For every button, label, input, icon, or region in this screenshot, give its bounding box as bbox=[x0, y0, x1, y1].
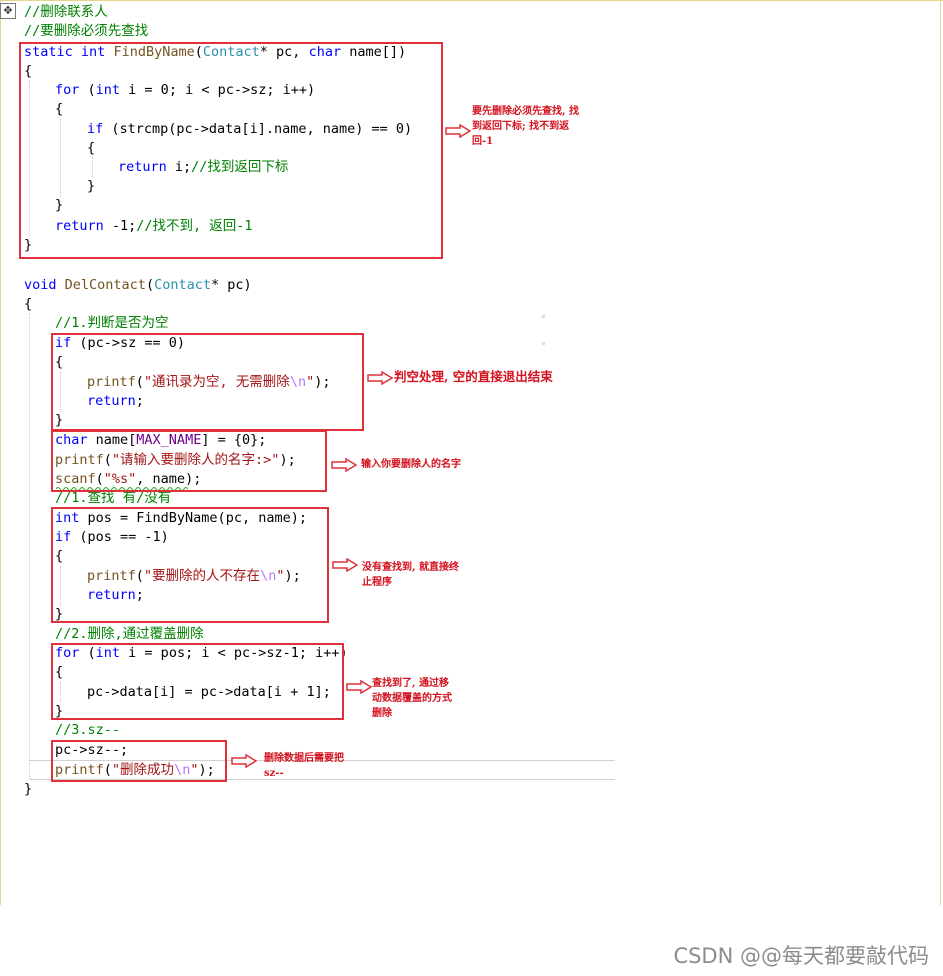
comment-delete-contact: //删除联系人 bbox=[24, 4, 108, 20]
code-line-brace: { bbox=[24, 296, 33, 312]
current-line-highlight bbox=[30, 760, 615, 761]
code-line-brace: } bbox=[55, 703, 64, 719]
hollow-right-arrow-icon bbox=[367, 371, 393, 385]
code-line-brace: { bbox=[55, 101, 64, 117]
hollow-right-arrow-icon bbox=[332, 558, 358, 572]
frame-top-border bbox=[0, 0, 943, 1]
highlight-box-empty-check bbox=[51, 333, 364, 431]
code-line-brace: } bbox=[55, 197, 64, 213]
code-line-brace: } bbox=[55, 606, 64, 622]
hollow-right-arrow-icon bbox=[231, 754, 257, 768]
code-line-for: for (int i = 0; i < pc->sz; i++) bbox=[55, 82, 316, 98]
code-line-return-minus1: return -1;//找不到, 返回-1 bbox=[55, 218, 253, 234]
current-line-highlight bbox=[30, 779, 615, 780]
code-line-brace: { bbox=[55, 664, 64, 680]
spell-squiggle bbox=[56, 487, 188, 490]
code-line-int-pos: int pos = FindByName(pc, name); bbox=[55, 510, 307, 526]
indent-guide bbox=[60, 682, 61, 702]
highlight-box-success bbox=[51, 740, 227, 782]
code-line-brace: { bbox=[87, 140, 96, 156]
indent-guide bbox=[92, 157, 93, 177]
code-line-return: return; bbox=[87, 393, 144, 409]
code-line-printf-empty: printf("通讯录为空, 无需删除\n"); bbox=[87, 374, 331, 390]
code-line-brace: { bbox=[24, 63, 33, 79]
code-line-if-pos: if (pos == -1) bbox=[55, 529, 169, 545]
code-line-printf-input: printf("请输入要删除人的名字:>"); bbox=[55, 452, 296, 468]
indent-guide bbox=[60, 119, 61, 197]
code-line-brace: } bbox=[24, 237, 33, 253]
code-line-brace: } bbox=[24, 781, 33, 797]
stray-dot bbox=[542, 315, 545, 318]
code-line-brace: } bbox=[55, 412, 64, 428]
code-line-brace: } bbox=[87, 178, 96, 194]
comment-check-empty: //1.判断是否为空 bbox=[55, 315, 169, 331]
code-line-brace: { bbox=[55, 354, 64, 370]
annotation-empty-check: 判空处理, 空的直接退出结束 bbox=[394, 369, 553, 384]
annotation-not-found: 没有查找到, 就直接终止程序 bbox=[362, 562, 459, 588]
annotation-find-first: 要先删除必须先查找, 找到返回下标; 找不到返回-1 bbox=[472, 106, 579, 147]
highlight-box-not-found bbox=[51, 507, 329, 623]
hollow-right-arrow-icon bbox=[346, 680, 372, 694]
code-line-for-shift: for (int i = pos; i < pc->sz-1; i++) bbox=[55, 645, 348, 661]
code-line-printf-notfound: printf("要删除的人不存在\n"); bbox=[87, 568, 301, 584]
comment-delete-overwrite: //2.删除,通过覆盖删除 bbox=[55, 626, 204, 642]
indent-guide bbox=[60, 566, 61, 606]
indent-guide bbox=[29, 313, 30, 779]
code-line-return-i: return i;//找到返回下标 bbox=[118, 159, 289, 175]
code-line-printf-success: printf("删除成功\n"); bbox=[55, 762, 215, 778]
code-line-char-name: char name[MAX_NAME] = {0}; bbox=[55, 432, 267, 448]
code-line-delcontact-signature: void DelContact(Contact* pc) bbox=[24, 277, 252, 293]
comment-sz-decrement: //3.sz-- bbox=[55, 722, 121, 738]
code-line-scanf: scanf("%s", name); bbox=[55, 471, 202, 487]
code-line-if-empty: if (pc->sz == 0) bbox=[55, 335, 186, 351]
code-line-findbyname-signature: static int FindByName(Contact* pc, char … bbox=[24, 44, 407, 60]
code-line-sz-decrement: pc->sz--; bbox=[55, 742, 129, 758]
code-frame bbox=[0, 0, 941, 905]
comment-find-first: //要删除必须先查找 bbox=[24, 23, 149, 39]
annotation-shift-delete: 查找到了, 通过移动数据覆盖的方式删除 bbox=[372, 678, 452, 719]
hollow-right-arrow-icon bbox=[445, 124, 471, 138]
indent-guide bbox=[60, 372, 61, 412]
code-line-data-shift: pc->data[i] = pc->data[i + 1]; bbox=[87, 684, 331, 700]
hollow-right-arrow-icon bbox=[331, 458, 357, 472]
comment-find-exists: //1.查找 有/没有 bbox=[55, 490, 172, 506]
highlight-box-shift-loop bbox=[51, 643, 344, 720]
annotation-input-name: 输入你要删除人的名字 bbox=[361, 459, 461, 470]
code-line-if-strcmp: if (strcmp(pc->data[i].name, name) == 0) bbox=[87, 121, 413, 137]
indent-guide bbox=[29, 80, 30, 236]
move-handle-icon[interactable]: ✥ bbox=[0, 3, 16, 19]
stray-dot bbox=[542, 342, 545, 345]
code-line-return: return; bbox=[87, 587, 144, 603]
highlight-box-findbyname bbox=[19, 42, 443, 259]
highlight-box-input bbox=[51, 430, 327, 492]
code-line-brace: { bbox=[55, 548, 64, 564]
csdn-watermark: CSDN @@每天都要敲代码 bbox=[673, 944, 929, 968]
